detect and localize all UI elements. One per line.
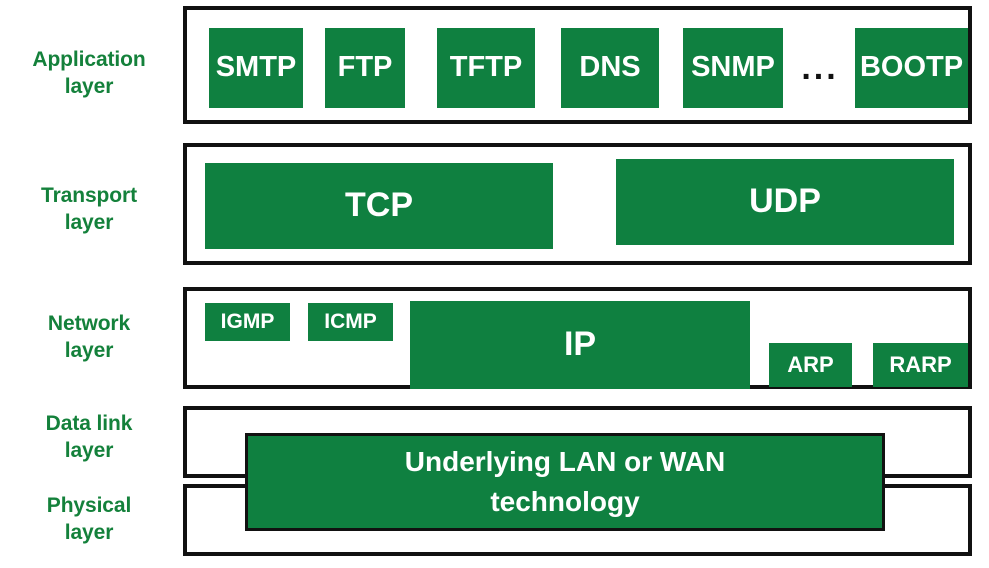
protocol-chip-igmp[interactable]: IGMP — [205, 303, 290, 341]
layer-box-transport: TCP UDP — [183, 143, 972, 265]
protocol-chip-tcp[interactable]: TCP — [205, 163, 553, 249]
underlying-technology-line2: technology — [490, 486, 640, 517]
protocol-chip-tftp[interactable]: TFTP — [437, 28, 535, 108]
layer-box-application: SMTP FTP TFTP DNS SNMP ... BOOTP — [183, 6, 972, 124]
protocol-chip-bootp[interactable]: BOOTP — [855, 28, 968, 108]
underlying-technology-line1: Underlying LAN or WAN — [404, 446, 726, 478]
protocol-chip-dns[interactable]: DNS — [561, 28, 659, 108]
protocol-chip-ip[interactable]: IP — [410, 301, 750, 389]
layer-label-datalink-line2: layer — [64, 439, 114, 463]
ellipsis-more-protocols: ... — [801, 49, 839, 87]
layer-label-physical-line1: Physical — [46, 494, 132, 517]
protocol-chip-ftp[interactable]: FTP — [325, 28, 405, 108]
layer-label-application: Application layer — [0, 46, 178, 101]
protocol-chip-icmp[interactable]: ICMP — [308, 303, 393, 341]
protocol-chip-smtp[interactable]: SMTP — [209, 28, 303, 108]
layer-label-network-line1: Network — [47, 312, 131, 335]
layer-label-network: Network layer — [0, 310, 178, 365]
protocol-chip-snmp[interactable]: SNMP — [683, 28, 783, 108]
layer-label-transport-line1: Transport — [41, 184, 137, 207]
protocol-chip-arp[interactable]: ARP — [769, 343, 852, 387]
underlying-technology-block[interactable]: Underlying LAN or WAN technology — [245, 433, 885, 531]
layer-label-network-line2: layer — [64, 339, 114, 363]
layer-label-transport-line2: layer — [64, 211, 114, 235]
layer-label-application-line2: layer — [64, 75, 114, 99]
protocol-chip-udp[interactable]: UDP — [616, 159, 954, 245]
layer-label-transport: Transport layer — [0, 182, 178, 237]
layer-label-physical: Physical layer — [0, 492, 178, 547]
protocol-chip-rarp[interactable]: RARP — [873, 343, 968, 387]
layer-label-application-line1: Application — [32, 48, 146, 71]
layer-label-datalink-line1: Data link — [45, 412, 133, 435]
layer-label-datalink: Data link layer — [0, 410, 178, 465]
layer-box-network: IGMP ICMP IP ARP RARP — [183, 287, 972, 389]
layer-label-physical-line2: layer — [64, 521, 114, 545]
